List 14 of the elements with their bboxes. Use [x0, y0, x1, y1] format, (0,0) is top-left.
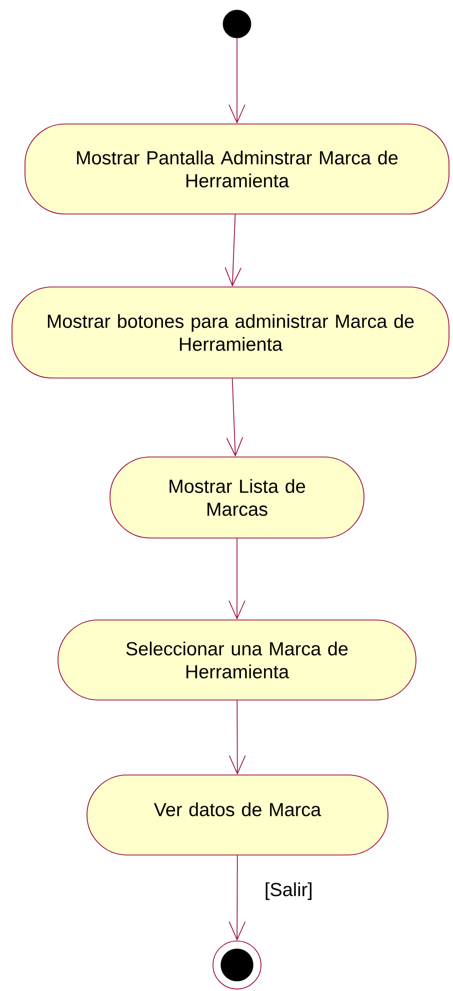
action-box: Mostrar Pantalla Adminstrar Marca de Herramienta [24, 124, 450, 214]
action-box: Ver datos de Marca [86, 774, 388, 856]
action-box: Mostrar Lista de Marcas [110, 456, 364, 538]
arrow [228, 855, 246, 941]
end-node [212, 940, 262, 990]
arrow [226, 378, 244, 457]
arrow [228, 538, 246, 620]
action-box: Mostrar botones para administrar Marca de Herramienta [12, 286, 450, 378]
arrow [228, 38, 246, 124]
start-node [222, 10, 252, 38]
edge-label: [Salir] [266, 882, 312, 900]
action-box: Seleccionar una Marca de Herramienta [58, 620, 416, 700]
arrow [224, 214, 242, 287]
arrow [228, 700, 246, 775]
